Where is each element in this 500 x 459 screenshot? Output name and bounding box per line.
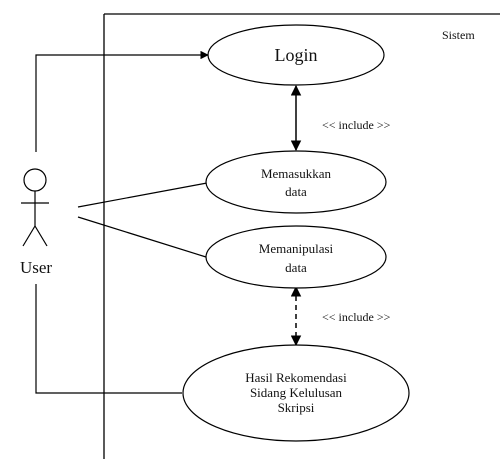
use-case-recommendation: Hasil Rekomendasi Sidang Kelulusan Skrip… xyxy=(182,344,410,442)
actor-label: User xyxy=(20,258,52,277)
system-label: Sistem xyxy=(442,28,475,42)
use-case-recommendation-shape xyxy=(182,344,410,442)
association-user-input-data xyxy=(77,182,208,208)
use-case-login-label: Login xyxy=(275,45,318,65)
use-case-input-data-label-2: data xyxy=(285,184,307,199)
use-case-input-data-label-1: Memasukkan xyxy=(261,166,332,181)
use-case-recommendation-label-1: Hasil Rekomendasi xyxy=(245,370,347,385)
use-case-login: Login xyxy=(207,24,385,86)
system-boundary: Sistem xyxy=(103,13,500,459)
actor-user: User xyxy=(20,168,52,277)
use-case-manipulate-data-label-1: Memanipulasi xyxy=(259,241,334,256)
include-label-1: << include >> xyxy=(322,118,391,132)
use-case-input-data-shape xyxy=(205,150,387,214)
use-case-input-data: Memasukkan data xyxy=(205,150,387,214)
use-case-recommendation-label-3: Skripsi xyxy=(278,400,315,415)
association-user-recommendation xyxy=(35,284,182,394)
association-user-manipulate-data xyxy=(77,216,207,258)
use-case-login-shape xyxy=(207,24,385,86)
include-relations: << include >> << include >> xyxy=(290,84,391,347)
actor-right-leg xyxy=(34,225,48,247)
use-case-recommendation-label-2: Sidang Kelulusan xyxy=(250,385,343,400)
use-case-manipulate-data-shape xyxy=(205,225,387,289)
actor-left-leg xyxy=(22,225,36,247)
associations xyxy=(35,50,209,394)
association-user-login xyxy=(35,50,209,152)
include-label-2: << include >> xyxy=(322,310,391,324)
actor-head xyxy=(23,168,47,192)
use-case-manipulate-data: Memanipulasi data xyxy=(205,225,387,289)
use-case-manipulate-data-label-2: data xyxy=(285,260,307,275)
